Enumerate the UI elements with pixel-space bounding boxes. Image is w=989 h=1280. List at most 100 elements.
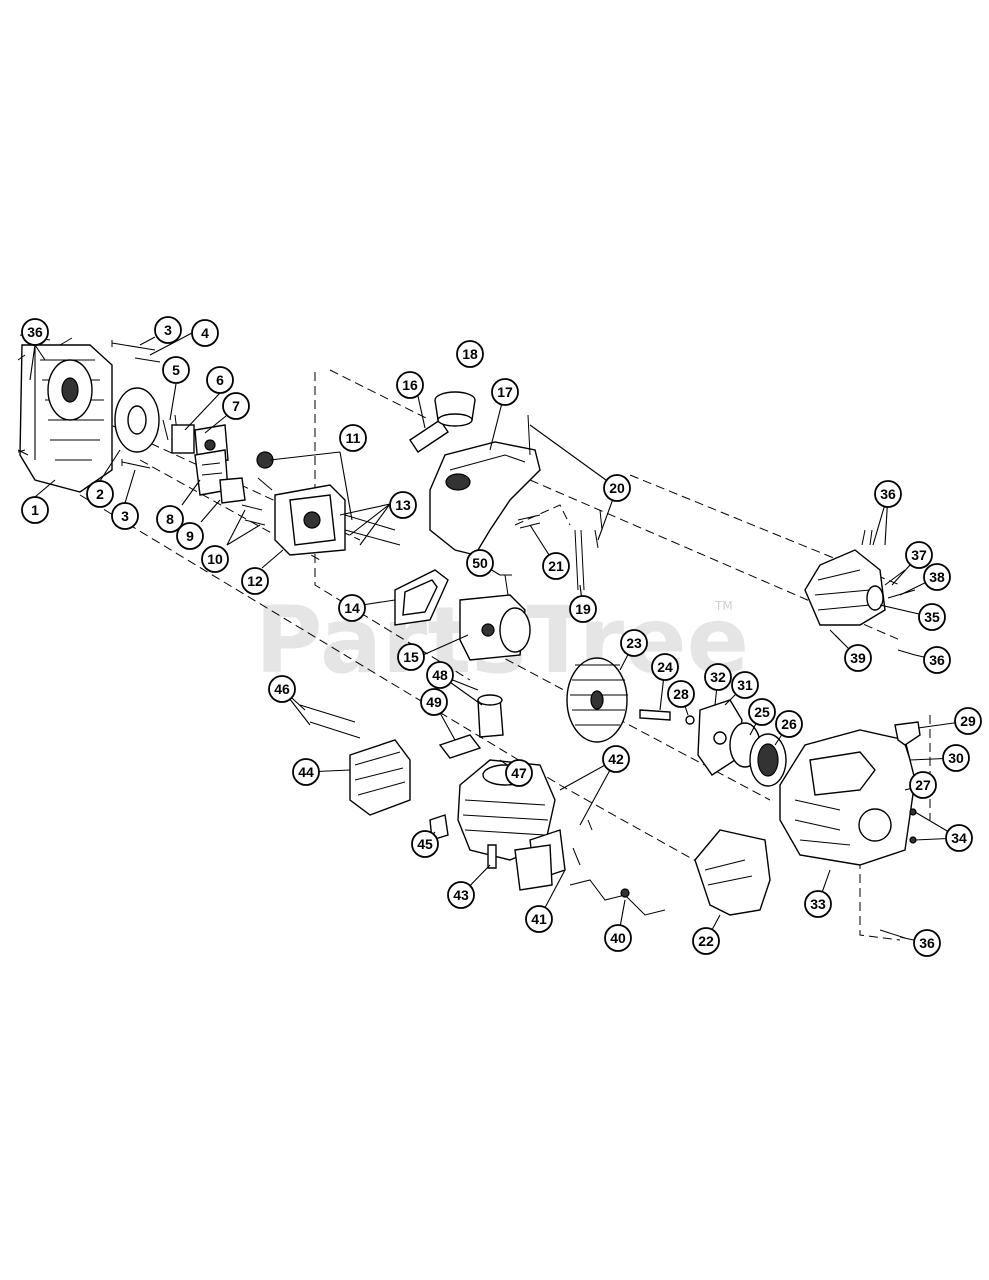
callout-32: 32 (704, 663, 732, 691)
part-24-28-shaft (639, 709, 695, 725)
part-15-intake-block (459, 594, 531, 661)
part-12-carburetor (274, 484, 401, 556)
svg-text:36: 36 (929, 652, 945, 668)
part-23-flywheel (566, 657, 628, 743)
part-46-bolts (299, 704, 361, 739)
callout-15: 15 (397, 643, 425, 671)
svg-text:12: 12 (247, 573, 263, 589)
callout-36c: 36 (923, 646, 951, 674)
callout-5: 5 (162, 356, 190, 384)
svg-text:25: 25 (754, 704, 770, 720)
svg-text:16: 16 (402, 377, 418, 393)
svg-text:45: 45 (417, 836, 433, 852)
svg-text:19: 19 (575, 601, 591, 617)
svg-text:38: 38 (929, 569, 945, 585)
callout-28: 28 (667, 680, 695, 708)
svg-text:14: 14 (344, 600, 360, 616)
callout-35: 35 (918, 603, 946, 631)
callout-24: 24 (651, 653, 679, 681)
svg-text:11: 11 (346, 430, 361, 446)
callout-45: 45 (411, 830, 439, 858)
callout-29: 29 (954, 707, 982, 735)
svg-text:32: 32 (710, 669, 726, 685)
svg-text:44: 44 (298, 764, 314, 780)
svg-text:6: 6 (216, 372, 224, 388)
callout-36d: 36 (913, 929, 941, 957)
callout-13: 13 (389, 491, 417, 519)
part-16-pad (409, 419, 449, 453)
part-14-gasket (394, 569, 449, 626)
svg-text:40: 40 (610, 930, 626, 946)
svg-text:31: 31 (737, 677, 753, 693)
svg-text:21: 21 (548, 558, 564, 574)
callout-30: 30 (942, 744, 970, 772)
svg-text:22: 22 (698, 933, 714, 949)
watermark-trademark: TM (714, 599, 733, 613)
svg-text:49: 49 (426, 694, 442, 710)
svg-text:42: 42 (608, 751, 624, 767)
part-8-9-10-valve-parts (194, 449, 266, 526)
callout-36a: 36 (21, 318, 49, 346)
callout-22: 22 (692, 927, 720, 955)
callout-39: 39 (844, 644, 872, 672)
callout-44: 44 (292, 758, 320, 786)
svg-text:9: 9 (186, 528, 194, 544)
svg-text:15: 15 (403, 649, 419, 665)
callout-46: 46 (268, 675, 296, 703)
callout-10: 10 (201, 545, 229, 573)
svg-text:36: 36 (27, 324, 43, 340)
callouts: 1 2 3 3 4 5 6 7 8 9 10 11 12 13 14 15 16… (21, 316, 982, 957)
callout-17: 17 (491, 378, 519, 406)
svg-text:3: 3 (121, 508, 129, 524)
part-40-41-42-43-small-parts (487, 819, 666, 916)
svg-text:47: 47 (511, 765, 527, 781)
svg-text:24: 24 (657, 659, 673, 675)
svg-text:1: 1 (31, 502, 39, 518)
callout-3b: 3 (154, 316, 182, 344)
part-35-air-filter-cover (804, 529, 886, 626)
callout-31: 31 (731, 671, 759, 699)
part-11-small-gear (256, 451, 274, 491)
part-2-ring (114, 387, 160, 453)
callout-26: 26 (775, 710, 803, 738)
svg-text:28: 28 (673, 686, 689, 702)
callout-25: 25 (748, 698, 776, 726)
callout-34: 34 (945, 824, 973, 852)
svg-text:3: 3 (164, 322, 172, 338)
svg-text:50: 50 (472, 555, 488, 571)
part-1-housing-cover (17, 337, 113, 493)
svg-text:36: 36 (880, 486, 896, 502)
callout-6: 6 (206, 366, 234, 394)
part-27-engine-cover (779, 729, 916, 866)
callout-42: 42 (602, 745, 630, 773)
svg-text:41: 41 (531, 911, 547, 927)
callout-9: 9 (176, 522, 204, 550)
svg-text:46: 46 (274, 681, 290, 697)
callout-8: 8 (156, 505, 184, 533)
svg-text:35: 35 (924, 609, 940, 625)
svg-text:48: 48 (432, 667, 448, 683)
svg-text:8: 8 (166, 511, 174, 527)
callout-16: 16 (396, 371, 424, 399)
callout-12: 12 (241, 567, 269, 595)
callout-4: 4 (191, 319, 219, 347)
callout-23: 23 (620, 629, 648, 657)
svg-text:7: 7 (232, 398, 240, 414)
part-44-muffler (349, 739, 411, 816)
svg-text:43: 43 (453, 887, 469, 903)
callout-14: 14 (338, 594, 366, 622)
svg-text:30: 30 (948, 750, 964, 766)
part-22-bracket (694, 829, 771, 916)
callout-50: 50 (466, 549, 494, 577)
svg-text:33: 33 (810, 896, 826, 912)
callout-40: 40 (604, 924, 632, 952)
svg-text:4: 4 (201, 325, 209, 341)
part-3-4-bolts (111, 340, 161, 469)
callout-1: 1 (21, 496, 49, 524)
callout-47: 47 (505, 759, 533, 787)
part-19-20-21-screws (517, 414, 603, 591)
callout-48: 48 (426, 661, 454, 689)
svg-text:23: 23 (626, 635, 642, 651)
svg-text:2: 2 (96, 486, 104, 502)
